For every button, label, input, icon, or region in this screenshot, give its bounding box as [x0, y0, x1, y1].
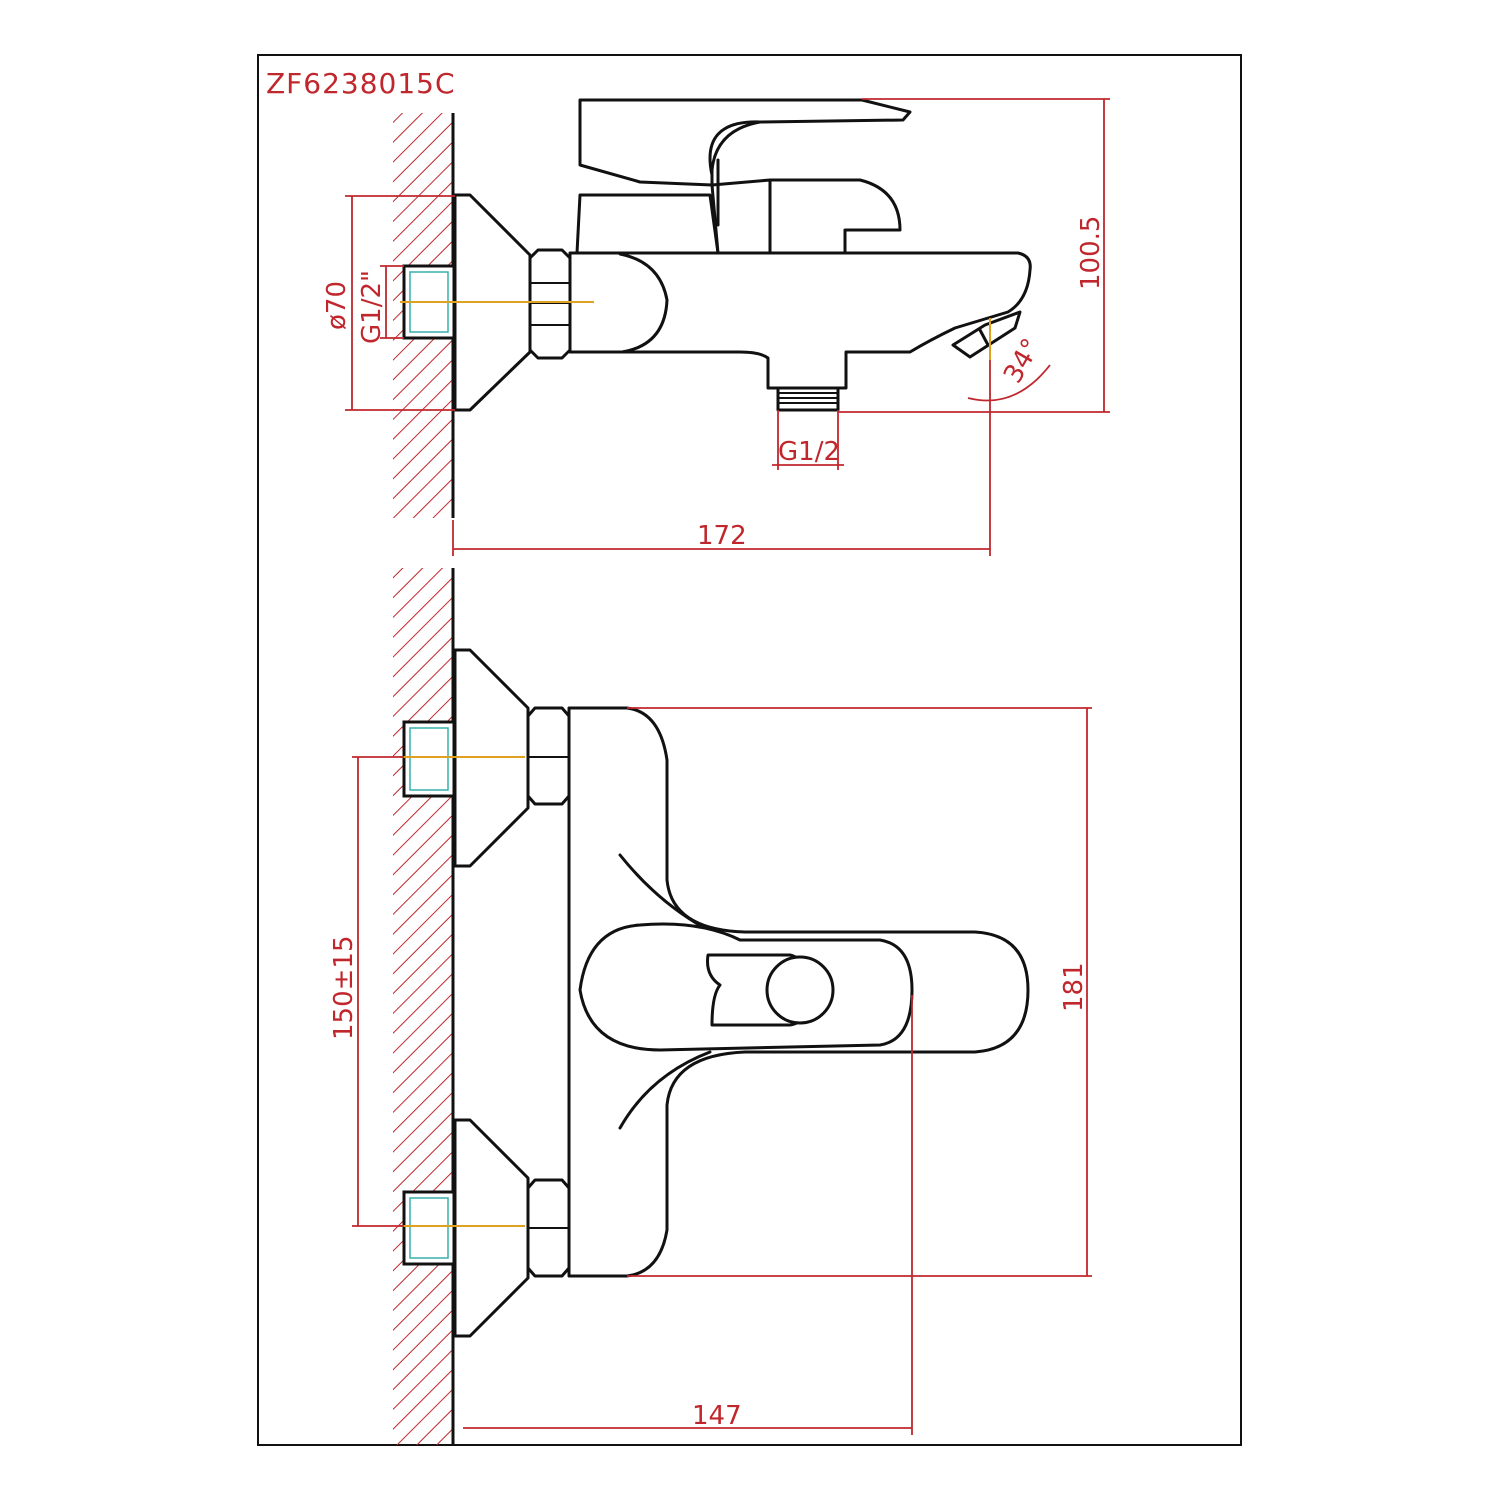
dim-outlet-thread: G1/2 [772, 410, 844, 470]
side-lever-handle [578, 98, 912, 187]
front-knob [765, 955, 835, 1025]
dim-inlet-thread: G1/2" [357, 265, 404, 344]
svg-text:147: 147 [692, 1401, 742, 1431]
side-body [568, 251, 1032, 390]
dim-escutcheon-diameter: ø70 [322, 195, 455, 411]
svg-text:ø70: ø70 [322, 281, 352, 330]
front-lower-inlet-pipe [402, 1190, 456, 1266]
svg-text:181: 181 [1059, 962, 1089, 1012]
side-outlet-thread [776, 386, 840, 412]
svg-text:100.5: 100.5 [1076, 216, 1106, 290]
dim-lever-projection: 147 [463, 995, 913, 1435]
side-cartridge-housing [575, 193, 720, 255]
model-number: ZF6238015C [266, 67, 456, 100]
front-view: 150±15 181 147 [329, 568, 1092, 1445]
svg-text:G1/2": G1/2" [357, 270, 387, 344]
side-diverter-knob [951, 310, 1022, 359]
dim-inlet-spacing: 150±15 [329, 756, 404, 1227]
svg-text:172: 172 [697, 521, 747, 551]
dim-projection: 172 [452, 360, 991, 556]
wall-hatch-bottom [393, 568, 453, 1445]
drawing-frame [257, 54, 1242, 1446]
dim-body-height: 181 [627, 707, 1092, 1277]
svg-text:G1/2: G1/2 [778, 437, 840, 467]
dim-overall-height: 100.5 [838, 98, 1110, 413]
front-lower-escutcheon [453, 1118, 530, 1338]
svg-text:34°: 34° [998, 334, 1047, 389]
side-view: ø70 G1/2" 100.5 G1/2 34° [322, 98, 1110, 556]
front-upper-inlet-pipe [402, 720, 456, 798]
svg-text:150±15: 150±15 [329, 936, 359, 1041]
